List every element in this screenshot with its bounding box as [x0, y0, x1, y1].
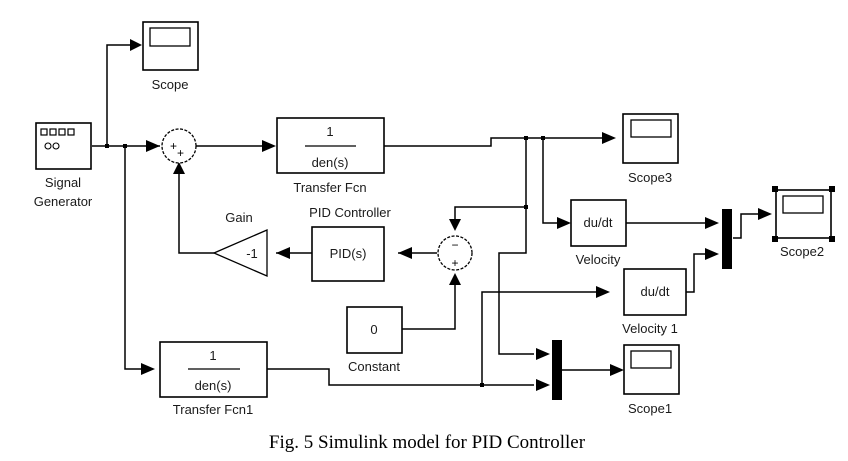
- arrow-up-icon: [449, 273, 461, 285]
- arrow-up-icon: [173, 162, 185, 174]
- wire-tf1-out: [267, 368, 534, 386]
- arrow-right-icon: [557, 217, 571, 229]
- gain-value: -1: [246, 246, 258, 261]
- arrow-right-icon: [610, 364, 624, 376]
- mux1-block[interactable]: [552, 340, 562, 400]
- transfer-fcn1-numerator: 1: [209, 348, 216, 363]
- junction-dot: [105, 144, 109, 148]
- scope1-label: Scope1: [628, 401, 672, 416]
- arrow-left-icon: [398, 247, 412, 259]
- transfer-fcn-denominator: den(s): [312, 155, 349, 170]
- wire-gain-to-sum1: [178, 172, 214, 254]
- transfer-fcn-numerator: 1: [326, 124, 333, 139]
- selection-handles: [772, 186, 835, 242]
- sum2-sign-bottom: +: [451, 256, 458, 270]
- scope2-label: Scope2: [780, 244, 824, 259]
- scope-screen-icon: [149, 27, 191, 47]
- arrow-right-icon: [705, 248, 719, 260]
- velocity-block[interactable]: du/dt Velocity: [570, 199, 627, 267]
- gain-label: Gain: [225, 210, 252, 225]
- wire-const-to-sum2: [402, 283, 456, 330]
- arrow-right-icon: [536, 379, 550, 391]
- figure-caption: Fig. 5 Simulink model for PID Controller: [269, 432, 586, 453]
- arrowheads: [130, 39, 772, 391]
- sum2-block[interactable]: − +: [437, 235, 473, 271]
- signal-generator-block[interactable]: Signal Generator: [34, 122, 93, 209]
- constant-label: Constant: [348, 359, 400, 374]
- velocity1-block[interactable]: du/dt Velocity 1: [622, 268, 687, 336]
- velocity1-text: du/dt: [641, 284, 670, 299]
- wire-mux2-to-scope2: [733, 213, 762, 239]
- pid-controller-block[interactable]: PID(s) PID Controller: [309, 205, 391, 282]
- arrow-down-icon: [449, 219, 461, 231]
- signal-generator-label-line1: Signal: [45, 175, 81, 190]
- arrow-right-icon: [141, 363, 155, 375]
- wire-tf-out: [384, 137, 610, 147]
- transfer-fcn-label: Transfer Fcn: [293, 180, 366, 195]
- velocity-text: du/dt: [584, 215, 613, 230]
- scope3-label: Scope3: [628, 170, 672, 185]
- wire-to-velocity: [542, 138, 557, 224]
- wire-to-scope: [106, 44, 130, 146]
- wire-to-sum2-top: [454, 206, 526, 220]
- junction-dot: [524, 136, 528, 140]
- mux2-block[interactable]: [722, 209, 732, 269]
- gain-block[interactable]: -1 Gain: [212, 210, 268, 277]
- constant-block[interactable]: 0 Constant: [346, 306, 403, 374]
- velocity-label: Velocity: [576, 252, 621, 267]
- scope1-block[interactable]: Scope1: [623, 344, 680, 416]
- constant-value: 0: [370, 322, 377, 337]
- arrow-right-icon: [130, 39, 142, 51]
- sum2-sign-top: −: [451, 238, 458, 252]
- junctions: [105, 136, 545, 387]
- transfer-fcn1-block[interactable]: 1 den(s) Transfer Fcn1: [159, 341, 268, 417]
- arrow-right-icon: [596, 286, 610, 298]
- arrow-right-icon: [536, 348, 550, 360]
- arrow-right-icon: [262, 140, 276, 152]
- transfer-fcn1-denominator: den(s): [195, 378, 232, 393]
- arrow-right-icon: [602, 132, 616, 144]
- scope3-block[interactable]: Scope3: [622, 113, 679, 185]
- arrow-left-icon: [276, 247, 290, 259]
- scope-block[interactable]: Scope: [142, 21, 199, 92]
- junction-dot: [524, 205, 528, 209]
- transfer-fcn-block[interactable]: 1 den(s) Transfer Fcn: [276, 117, 385, 195]
- wire-to-mux1-top: [498, 207, 534, 355]
- scope-screen-icon: [630, 350, 672, 369]
- wire-velocity1-to-mux2: [686, 253, 707, 293]
- arrow-right-icon: [758, 208, 772, 220]
- scope-label: Scope: [152, 77, 189, 92]
- sum1-sign-bottom: +: [177, 146, 184, 160]
- wire-to-tf1: [124, 146, 145, 370]
- wire-to-velocity1: [481, 291, 602, 385]
- pid-controller-label: PID Controller: [309, 205, 391, 220]
- sum1-block[interactable]: + +: [161, 128, 197, 164]
- junction-dot: [480, 383, 484, 387]
- junction-dot: [123, 144, 127, 148]
- wires: [92, 44, 762, 386]
- scope-screen-icon: [782, 195, 824, 214]
- velocity1-label: Velocity 1: [622, 321, 678, 336]
- sum1-sign-left: +: [170, 139, 177, 153]
- junction-dot: [541, 136, 545, 140]
- arrow-right-icon: [705, 217, 719, 229]
- scope2-block[interactable]: Scope2: [772, 186, 835, 259]
- signal-generator-label-line2: Generator: [34, 194, 93, 209]
- transfer-fcn1-label: Transfer Fcn1: [173, 402, 253, 417]
- pid-text: PID(s): [330, 246, 367, 261]
- scope-screen-icon: [630, 119, 672, 138]
- arrow-right-icon: [146, 140, 160, 152]
- signal-generator-icon: [40, 128, 75, 150]
